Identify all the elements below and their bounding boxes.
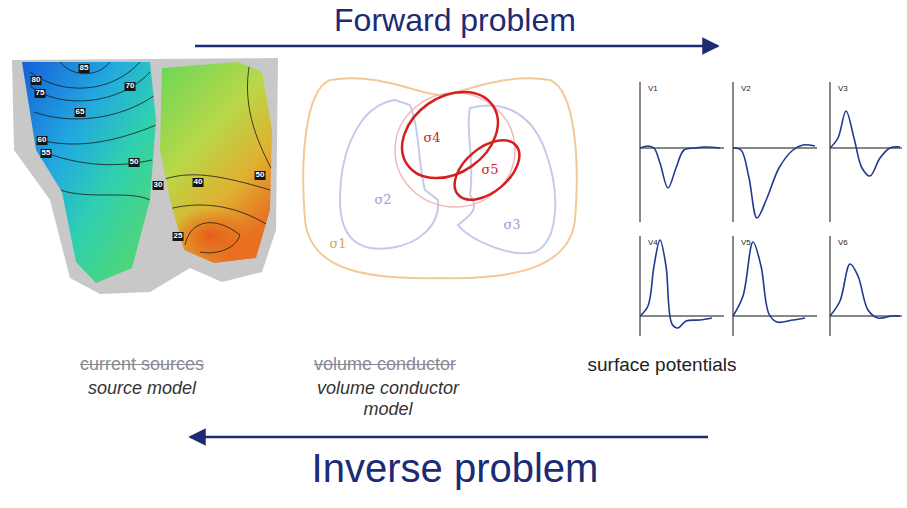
inverse-arrow xyxy=(190,436,708,439)
contour-value: 60 xyxy=(37,136,48,145)
torso-model xyxy=(303,74,576,278)
conductivity-label: σ3 xyxy=(503,218,520,233)
lead-name: V3 xyxy=(838,84,848,93)
ecg-leads xyxy=(640,82,902,336)
model-caption: source model xyxy=(88,378,196,399)
ecg-waveform xyxy=(830,264,900,318)
contour-value: 65 xyxy=(75,108,86,117)
contour-value: 30 xyxy=(153,181,164,190)
axis-line xyxy=(733,82,734,222)
forward-arrow xyxy=(195,45,718,48)
ecg-plot xyxy=(830,82,902,222)
problem-heading: Inverse problem xyxy=(312,445,599,491)
lead-name: V4 xyxy=(648,238,658,247)
contour-value: 25 xyxy=(173,232,184,241)
ecg-plot xyxy=(733,82,817,222)
ecg-waveform xyxy=(640,146,720,188)
ecg-plot xyxy=(640,82,724,222)
struck-caption: current sources xyxy=(80,354,204,375)
potential-map xyxy=(12,58,278,294)
conductivity-label: σ4 xyxy=(423,131,440,146)
axis-line xyxy=(830,82,831,222)
contour-value: 50 xyxy=(255,171,266,180)
axis-line xyxy=(733,236,734,336)
axis-line xyxy=(640,316,724,317)
axis-line xyxy=(830,236,831,336)
contour-value: 85 xyxy=(79,64,90,73)
ecg-plot xyxy=(830,236,902,336)
model-caption: volume conductor model xyxy=(302,378,474,419)
problem-heading: Forward problem xyxy=(334,2,576,39)
lead-name: V5 xyxy=(741,238,751,247)
struck-caption: volume conductor xyxy=(314,354,456,375)
axis-line xyxy=(640,236,641,336)
contour-value: 50 xyxy=(129,158,140,167)
ecg-waveform xyxy=(733,242,805,322)
conductivity-label: σ2 xyxy=(374,193,391,208)
panel-caption: surface potentials xyxy=(588,354,737,376)
contour-value: 55 xyxy=(41,149,52,158)
ecg-waveform xyxy=(733,145,815,218)
conductivity-label: σ1 xyxy=(329,237,346,252)
ecg-plot xyxy=(640,236,724,336)
axis-line xyxy=(733,148,817,149)
conductivity-label: σ5 xyxy=(481,163,498,178)
lead-name: V6 xyxy=(838,238,848,247)
axis-line xyxy=(640,82,641,222)
lead-name: V2 xyxy=(741,84,751,93)
lead-name: V1 xyxy=(648,84,658,93)
axis-line xyxy=(733,316,817,317)
ecg-waveform xyxy=(830,111,900,176)
contour-value: 40 xyxy=(193,178,204,187)
ecg-plot xyxy=(733,236,817,336)
ecg-waveform xyxy=(640,240,712,328)
contour-value: 70 xyxy=(125,82,136,91)
contour-value: 75 xyxy=(35,89,46,98)
contour-value: 80 xyxy=(31,76,42,85)
